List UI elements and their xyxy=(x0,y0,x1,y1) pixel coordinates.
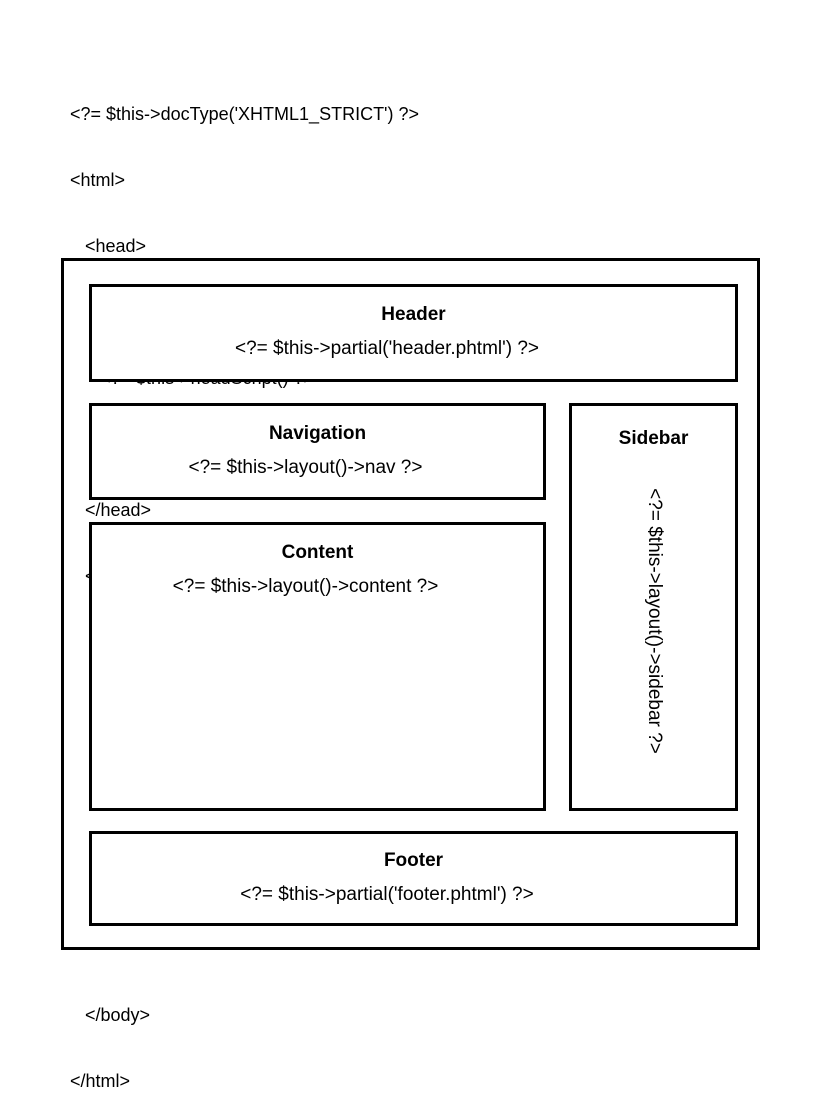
region-code-footer: <?= $this->partial('footer.phtml') ?> xyxy=(240,884,534,905)
region-box-content: Content <?= $this->layout()->content ?> xyxy=(89,522,546,811)
region-code-header: <?= $this->partial('header.phtml') ?> xyxy=(234,338,540,359)
region-title-footer: Footer xyxy=(383,850,444,871)
code-line-head-open: <head> xyxy=(70,236,147,256)
region-box-navigation: Navigation <?= $this->layout()->nav ?> xyxy=(89,403,546,500)
region-code-sidebar: <?= $this->layout()->sidebar ?> xyxy=(643,488,665,754)
code-line-head-close: </head> xyxy=(70,500,152,520)
code-line-doctype: <?= $this->docType('XHTML1_STRICT') ?> xyxy=(70,104,420,124)
region-title-sidebar: Sidebar xyxy=(618,428,689,449)
region-code-navigation: <?= $this->layout()->nav ?> xyxy=(188,457,423,478)
region-title-navigation: Navigation xyxy=(268,423,367,444)
code-line-body-close: </body> xyxy=(70,1005,151,1025)
code-postamble: </body> </html> xyxy=(70,960,150,1114)
code-line-html-close: </html> xyxy=(70,1071,131,1091)
code-line-html-open: <html> xyxy=(70,170,126,190)
region-box-sidebar: Sidebar <?= $this->layout()->sidebar ?> xyxy=(569,403,738,811)
layout-diagram-frame: Header <?= $this->partial('header.phtml'… xyxy=(61,258,760,950)
region-title-content: Content xyxy=(281,542,354,563)
region-code-content: <?= $this->layout()->content ?> xyxy=(172,576,439,597)
region-title-header: Header xyxy=(381,304,446,325)
region-box-header: Header <?= $this->partial('header.phtml'… xyxy=(89,284,738,382)
region-box-footer: Footer <?= $this->partial('footer.phtml'… xyxy=(89,831,738,926)
region-code-sidebar-wrapper: <?= $this->layout()->sidebar ?> xyxy=(572,460,735,808)
